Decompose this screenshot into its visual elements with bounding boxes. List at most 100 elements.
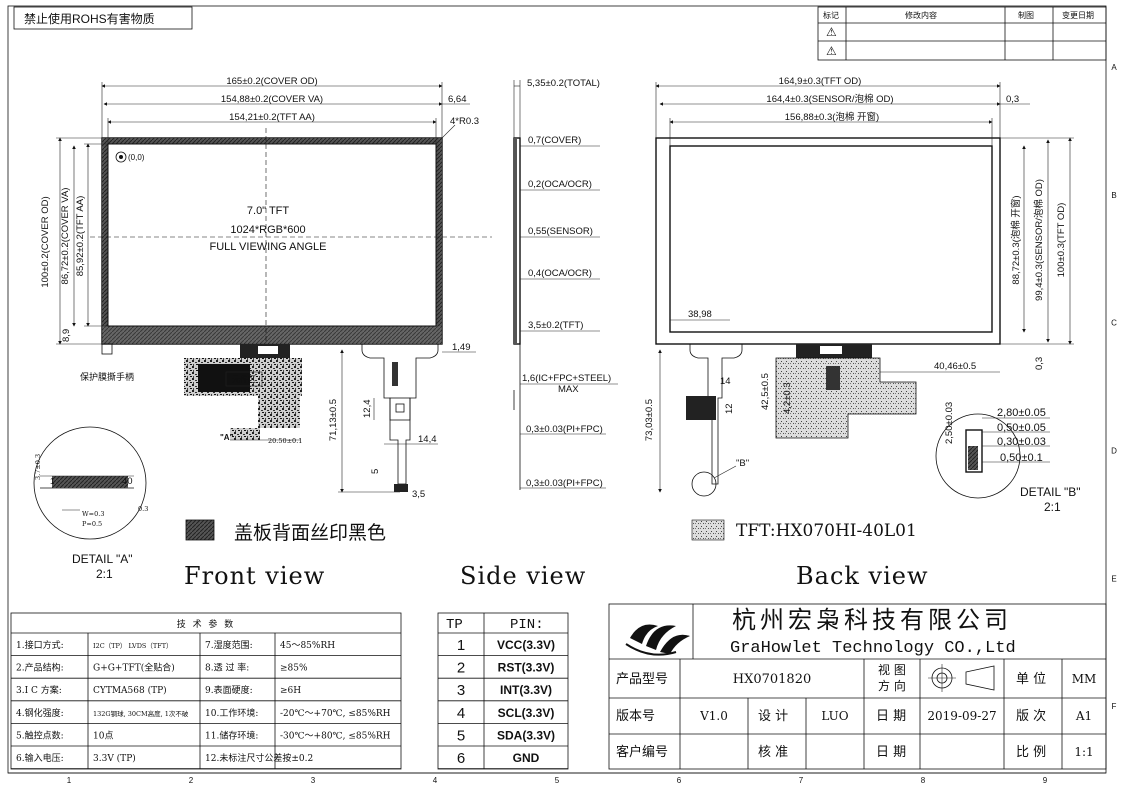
dim-back-stiff-h: 12	[724, 403, 735, 414]
spec-cell-5-1: 3.3V (TP)	[93, 753, 136, 764]
spec-cell-3-1: 132G钢球, 30CM高度, 1次不破	[93, 709, 189, 718]
spec-cell-4-0: 5.触控点数:	[16, 729, 64, 741]
rev-header-draw: 制图	[1018, 10, 1034, 20]
spec-cell-0-2: 7.湿度范围:	[205, 639, 253, 651]
side-layer-0: 0,7(COVER)	[528, 135, 581, 146]
panel-size-label: 7.0" TFT	[247, 205, 289, 217]
spec-cell-5-2: 12.未标注尺寸公差按±0.2	[205, 752, 313, 764]
rev-label: 版 次	[1016, 708, 1046, 724]
dim-total-thickness: 5,35±0.2(TOTAL)	[527, 78, 600, 89]
pin-header-tp: TP	[446, 617, 463, 633]
panel-resolution-label: 1024*RGB*600	[230, 224, 305, 236]
dim-fpc-offset: 1,49	[452, 342, 471, 353]
pin-name-1: VCC(3.3V)	[497, 638, 555, 652]
spec-cell-2-3: ≥6H	[280, 686, 301, 696]
origin-marker	[115, 151, 127, 163]
model-value: HX0701820	[733, 672, 812, 687]
frame-number-9: 9	[1043, 776, 1048, 785]
legend-swatch-black-print	[185, 519, 215, 541]
component-area-label: 元件区	[232, 374, 256, 384]
rohs-notice: 禁止使用ROHS有害物质	[13, 6, 193, 30]
pin-number-2: 2	[457, 660, 465, 677]
front-view-title: Front view	[184, 562, 325, 590]
title-block: 杭州宏枭科技有限公司 GraHowlet Technology CO.,Ltd …	[608, 603, 1107, 770]
pin-name-5: SDA(3.3V)	[497, 728, 555, 742]
dim-fpc-w2: 14,4	[418, 434, 437, 445]
frame-letter-D: D	[1111, 446, 1117, 455]
approve-label: 核 准	[758, 745, 788, 760]
touch-fpc-tail	[361, 344, 439, 485]
specs-table: 技 术 参 数 1.接口方式:I2C（TP） LVDS（TFT）7.湿度范围:4…	[10, 612, 402, 770]
protective-tab-label: 保护膜撕手柄	[80, 371, 134, 382]
detail-b-ref: "B"	[736, 458, 749, 469]
dim-cover-va: 154,88±0.2(COVER VA)	[221, 94, 323, 105]
spec-cell-1-0: 2.产品结构:	[16, 662, 64, 674]
side-layer-4: 3,5±0.2(TFT)	[528, 320, 583, 331]
frame-letter-B: B	[1111, 191, 1116, 200]
legend-tft-model: TFT:HX070HI-40L01	[736, 521, 917, 541]
rev-header-content: 修改内容	[905, 10, 937, 20]
pin-number-5: 5	[457, 727, 465, 744]
detail-a-pin-last: 40	[122, 476, 133, 487]
detail-b-d3: 0,30±0.03	[997, 436, 1046, 448]
frame-number-5: 5	[555, 776, 560, 785]
spec-cell-4-2: 11.储存环境:	[205, 729, 258, 741]
dim-bottom-offset: 8,9	[61, 329, 72, 342]
pin-name-2: RST(3.3V)	[498, 661, 555, 675]
detail-b-title: DETAIL "B"	[1020, 485, 1081, 499]
revision-table: 标记 修改内容 制图 变更日期 ⚠ ⚠	[817, 6, 1107, 61]
spec-cell-2-2: 9.表面硬度:	[205, 684, 253, 696]
detail-b-scale: 2:1	[1044, 500, 1061, 514]
design-label: 设 计	[758, 709, 788, 724]
frame-number-1: 1	[67, 776, 72, 785]
dim-fpc-length: 71,13±0.5	[328, 399, 339, 441]
side-pi-fpc-2: 0,3±0.03(PI+FPC)	[526, 478, 603, 489]
dim-cover-od: 165±0.2(COVER OD)	[226, 76, 317, 87]
dim-fpc-tip-width: 3,5	[412, 489, 425, 500]
spec-cell-2-1: CYTMA568 (TP)	[93, 685, 167, 696]
dim-h-cover-va: 86,72±0.2(COVER VA)	[60, 188, 71, 285]
detail-b: 2,80±0.05 0,50±0.05 0,30±0.03 0,50±0.1 2…	[935, 402, 1081, 514]
detail-a-height: 3.7±0.3	[34, 454, 42, 480]
designer-value: LUO	[821, 709, 848, 723]
detail-a-ref: "A"	[220, 433, 234, 442]
dim-tft-aa: 154,21±0.2(TFT AA)	[229, 112, 315, 123]
view-dir-label-1: 视 图	[878, 662, 906, 677]
pin-number-4: 4	[457, 705, 465, 722]
dim-back-h-window: 88,72±0.3(泡棉 开窗)	[1010, 195, 1022, 284]
detail-a-w: W=0.3	[82, 510, 104, 518]
spec-cell-4-1: 10点	[93, 730, 113, 741]
scale-label: 比 例	[1016, 745, 1046, 760]
panel-viewing-label: FULL VIEWING ANGLE	[210, 241, 327, 253]
side-pi-fpc-1: 0,3±0.03(PI+FPC)	[526, 424, 603, 435]
company-name-en: GraHowlet Technology CO.,Ltd	[730, 639, 1016, 658]
dim-back-h-sensor-od: 99,4±0.3(SENSOR/泡棉 OD)	[1033, 179, 1045, 301]
specs-title: 技 术 参 数	[177, 618, 236, 630]
detail-b-d1: 2,80±0.05	[997, 407, 1046, 419]
company-logo-icon	[625, 624, 690, 656]
back-foam-window	[669, 145, 993, 333]
frame-number-2: 2	[189, 776, 194, 785]
dim-back-right-pos: 40,46±0.5	[934, 361, 976, 372]
date-label-2: 日 期	[876, 745, 906, 760]
detail-a-extra: 0.3	[138, 505, 148, 513]
spec-cell-0-3: 45～85%RH	[280, 641, 335, 651]
front-view: (0,0) 7.0" TFT 1024*RGB*600 FULL VIEWING…	[40, 76, 492, 500]
dim-fpc-w1: 12,4	[362, 400, 373, 419]
view-dir-label-2: 方 向	[878, 678, 906, 693]
detail-a-scale: 2:1	[96, 567, 113, 581]
unit-value: MM	[1072, 672, 1097, 686]
frame-letter-F: F	[1112, 702, 1117, 711]
dim-back-fpc-len: 73,03±0.5	[644, 399, 655, 441]
projection-symbol-icon	[928, 664, 995, 692]
spec-cell-1-1: G+G+TFT(全贴合)	[93, 662, 175, 674]
origin-label: (0,0)	[128, 153, 145, 162]
pin-number-3: 3	[457, 682, 465, 699]
detail-b-d4: 0,50±0.1	[1000, 452, 1043, 464]
date-label: 日 期	[876, 709, 906, 724]
rev-header-mark: 标记	[823, 10, 839, 20]
dim-back-window: 156,88±0.3(泡棉 开窗)	[785, 111, 879, 123]
legend-cover-print: 盖板背面丝印黑色	[234, 522, 386, 544]
